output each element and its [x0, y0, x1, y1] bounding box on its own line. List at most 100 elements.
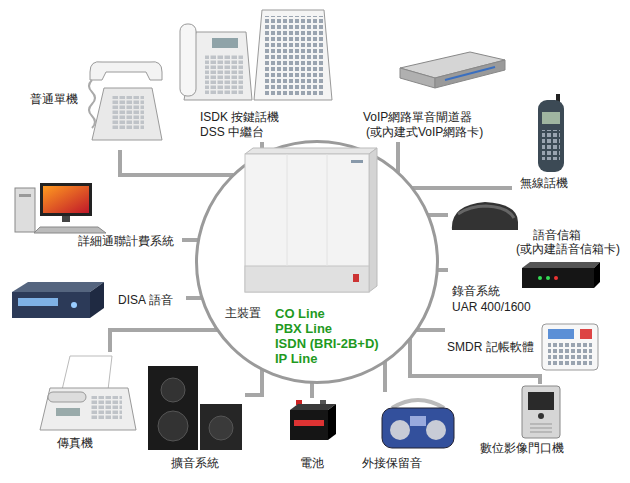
cordless-phone-part [542, 112, 560, 124]
disa-device [12, 282, 104, 318]
cordless-phone-part [538, 100, 564, 172]
connector-line [417, 328, 446, 332]
recorder-box-part [594, 262, 600, 288]
fax-machine-part [90, 396, 122, 420]
connector-line [310, 382, 314, 398]
recorder-box [522, 262, 600, 288]
speaker-system-part [161, 378, 185, 402]
device-node: 普通單機 [28, 45, 168, 150]
recorder-box-part [522, 262, 600, 268]
voip-gateway [400, 52, 505, 88]
battery-part [294, 420, 324, 426]
speaker-system-part [200, 404, 242, 450]
device-label: 數位影像門口機 [480, 441, 564, 455]
recorder-box-part [522, 268, 594, 288]
isdk-phone-and-dss-console-part [264, 16, 324, 96]
connector-line [182, 238, 199, 242]
door-phone-part [530, 424, 552, 432]
billing-computer-part [40, 183, 92, 216]
main-unit-art-part [197, 142, 438, 383]
line-type-label: IP Line [275, 351, 317, 366]
smdr-terminal-part [548, 343, 592, 365]
battery-part [290, 404, 336, 410]
voip-gateway-part [400, 68, 435, 88]
device-label: 錄音系統 [452, 284, 500, 298]
device-label: 普通單機 [30, 92, 78, 106]
device-node: 電池 [285, 398, 340, 472]
main-unit-art-part [245, 266, 369, 292]
device-node: VoIP網路單音閘道器(或內建式VoIP網路卡) [360, 48, 505, 142]
device-label: 無線話機 [520, 176, 568, 190]
battery [290, 400, 336, 440]
connector-line [120, 150, 234, 175]
smdr-terminal-part [548, 329, 574, 339]
main-unit-art-part [351, 160, 363, 163]
door-phone-part [538, 413, 544, 419]
desk-phone [89, 62, 162, 140]
connector-line [396, 142, 400, 173]
main-unit-art-part [353, 274, 359, 282]
device-label: 傳真機 [57, 436, 93, 450]
main-unit-art-part [369, 148, 377, 292]
connector-line [110, 330, 218, 352]
voip-gateway-part [435, 60, 505, 88]
voice-mail-box [452, 202, 518, 230]
recorder-box-part [538, 276, 542, 280]
disa-device-part [12, 282, 104, 292]
device-label: 擴音系統 [171, 456, 219, 470]
billing-computer-part [34, 227, 106, 233]
battery-part [328, 404, 336, 440]
device-node: ISDK 按鍵話機DSS 中繼台 [178, 3, 335, 142]
smdr-terminal [542, 324, 598, 370]
device-node: 錄音系統 UAR 400/1600 [448, 260, 605, 318]
music-on-hold-player-part [392, 400, 444, 408]
device-node: 語音信箱(或內建語音信箱卡) [448, 195, 625, 258]
connector-line [412, 186, 512, 190]
device-label: SMDR 記帳軟體 [447, 340, 534, 354]
music-on-hold-player-part [426, 420, 446, 440]
billing-computer-part [43, 186, 89, 213]
cordless-phone [538, 94, 564, 172]
line-type-label: CO Line [275, 306, 325, 321]
fax-machine-part [56, 408, 80, 416]
disa-device-part [71, 302, 77, 308]
device-label: (或內建語音信箱卡) [516, 242, 620, 256]
desk-phone-part [112, 96, 144, 130]
fax-machine [40, 356, 136, 430]
line-type-label: PBX Line [275, 321, 332, 336]
device-node: 無線話機 [512, 92, 585, 195]
device-label: 語音信箱 [533, 228, 581, 242]
music-on-hold-player [382, 400, 454, 448]
fax-machine-part [62, 356, 112, 390]
billing-computer-part [62, 216, 70, 222]
device-node: 擴音系統 [143, 362, 245, 472]
main-unit-art-part [287, 154, 327, 266]
main-unit-art-part [245, 148, 377, 154]
voice-mail-box-part [452, 202, 518, 230]
music-on-hold-player-part [410, 416, 426, 426]
desk-phone-part [92, 88, 162, 140]
main-unit-circle: 主裝置CO LinePBX LineISDN (BRI-2B+D)IP Line [195, 140, 439, 384]
voice-mail-box-part [458, 206, 514, 218]
device-label: UAR 400/1600 [452, 300, 531, 314]
disa-device-part [90, 282, 104, 318]
music-on-hold-player-part [390, 420, 410, 440]
disa-device-part [18, 298, 58, 306]
cordless-phone-part [542, 130, 560, 160]
recorder-box-part [546, 276, 550, 280]
device-label: 外接保留音 [362, 456, 422, 470]
door-phone-part [522, 386, 560, 438]
isdk-phone-and-dss-console-part [205, 54, 243, 94]
device-node: 外接保留音 [360, 392, 458, 472]
billing-computer-part [19, 194, 31, 197]
connector-line [428, 213, 448, 217]
connector-line [245, 369, 262, 395]
device-node: SMDR 記帳軟體 [445, 320, 602, 372]
billing-computer [15, 183, 106, 233]
device-node: 數位影像門口機 [478, 384, 600, 458]
device-label: DISA 語音 [118, 293, 173, 307]
connector-line [383, 362, 387, 393]
speaker-system [148, 366, 242, 450]
smdr-terminal-part [580, 329, 592, 339]
